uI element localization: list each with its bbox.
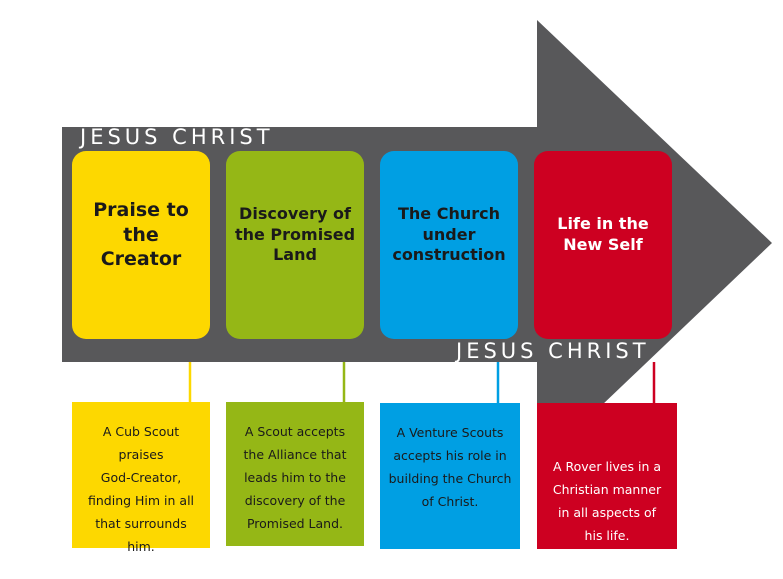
description-line: in all aspects of [557,505,657,520]
jesus-christ-bottom-label: JESUS CHRIST [456,339,650,363]
jesus-christ-top-label: JESUS CHRIST [80,125,274,149]
description-line: A Venture Scouts [396,425,504,440]
description-line: God-Creator, [100,470,182,485]
stage-card-discovery: Discovery of the Promised Land [226,151,364,339]
description-line: A Cub Scout praises [102,424,180,462]
stage-title-discovery: Discovery of the Promised Land [235,204,355,266]
stage-title-life: Life in the New Self [557,214,648,256]
description-line: the Alliance that [243,447,347,462]
description-line: finding Him in all [87,493,195,508]
stage-title-line: the Creator [100,223,182,271]
description-line: A Rover lives in a [552,459,662,474]
stage-card-praise: Praise to the Creator [72,151,210,339]
description-line: him. [127,539,155,554]
stage-title-church: The Church under construction [392,204,505,266]
stage-card-life: Life in the New Self [534,151,672,339]
description-line: discovery of the [244,493,346,508]
stage-title-line: construction [392,245,506,265]
description-line: that surrounds [95,516,187,531]
stage-title-line: Discovery of [239,203,351,223]
description-line: accepts his role in [393,448,507,463]
description-line: building the Church [388,471,512,486]
stage-title-praise: Praise to the Creator [80,198,202,272]
stage-title-line: New Self [563,235,643,254]
description-line: Christian manner [552,482,662,497]
description-box-venture-scout: A Venture Scouts accepts his role in bui… [380,403,520,549]
stage-title-line: the Promised [234,224,356,244]
description-line: his life. [584,528,630,543]
description-line: leads him to the [244,470,346,485]
stage-title-line: Life in the [557,214,649,234]
description-line: Promised Land. [246,516,344,531]
stage-title-line: Land [273,245,317,265]
description-box-cub-scout: A Cub Scout praises God-Creator, finding… [72,402,210,554]
description-box-scout: A Scout accepts the Alliance that leads … [226,402,364,546]
stage-title-line: The Church [397,203,500,223]
stage-title-line: under [422,224,476,244]
description-box-rover: A Rover lives in a Christian manner in a… [537,403,677,549]
stage-title-line: Praise to [93,198,189,221]
stage-card-church: The Church under construction [380,151,518,339]
description-line: A Scout accepts [244,424,346,439]
description-line: of Christ. [421,494,479,509]
